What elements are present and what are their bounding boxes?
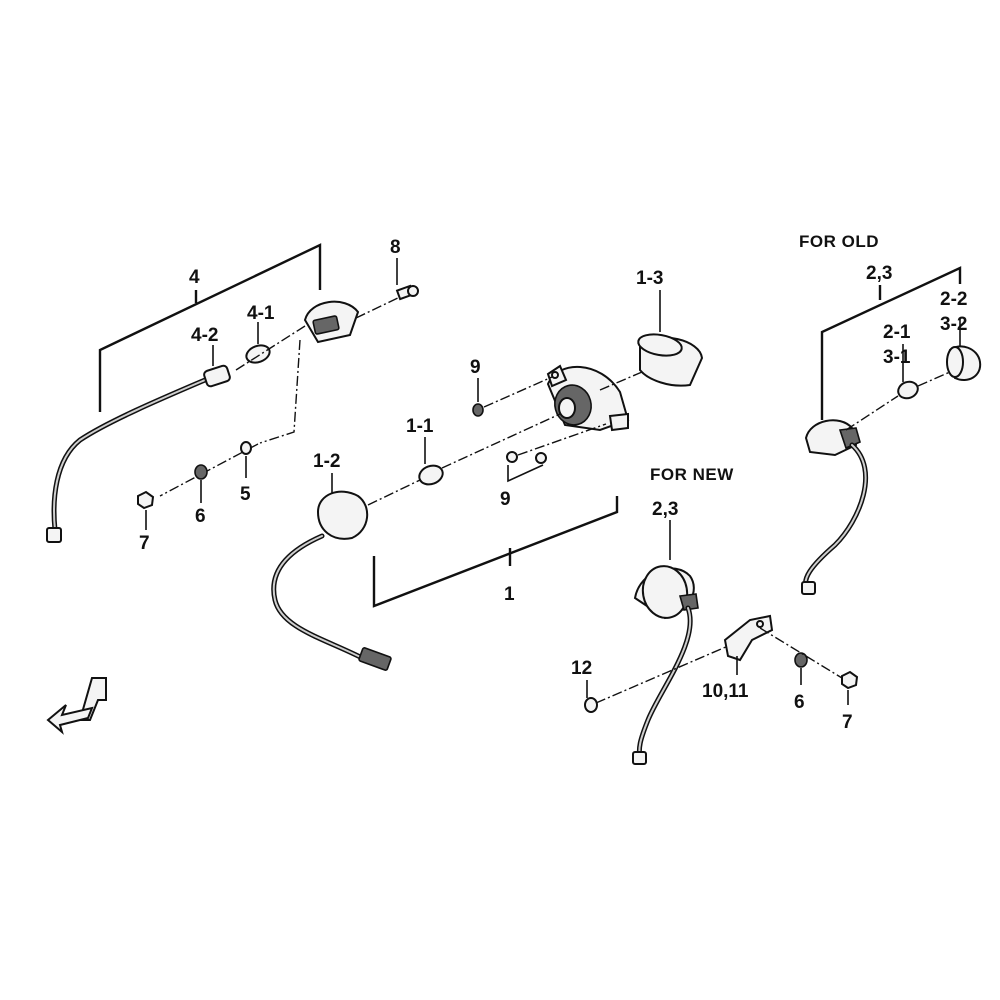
- label-part-7-left: 7: [139, 533, 150, 554]
- label-part-1-3: 1-3: [636, 268, 663, 289]
- label-part-7-right: 7: [842, 712, 853, 733]
- label-part-6-left: 6: [195, 506, 206, 527]
- label-part-10-11: 10,11: [702, 681, 749, 702]
- label-part-2-3-old: 2,3: [866, 263, 892, 284]
- label-part-2-1: 2-1: [883, 322, 911, 343]
- front-arrow-icon: [46, 677, 107, 735]
- label-part-12: 12: [571, 658, 592, 679]
- label-part-9-top: 9: [470, 357, 481, 378]
- label-part-4-2: 4-2: [191, 325, 218, 346]
- assembly-2-3-new: [584, 520, 859, 765]
- assembly-4: [46, 243, 419, 543]
- label-part-2-2: 2-2: [940, 289, 967, 310]
- assembly-2-3-old: [801, 266, 982, 595]
- assembly-1: [271, 290, 704, 671]
- label-part-5: 5: [240, 484, 251, 505]
- header-for-new: FOR NEW: [650, 465, 734, 484]
- label-part-1-2: 1-2: [313, 451, 340, 472]
- label-part-9-bottom: 9: [500, 489, 511, 510]
- label-part-2-3-new: 2,3: [652, 499, 678, 520]
- label-part-4: 4: [189, 267, 200, 288]
- label-part-4-1: 4-1: [247, 303, 275, 324]
- label-part-1: 1: [504, 584, 515, 605]
- header-for-old: FOR OLD: [799, 232, 879, 251]
- label-part-3-2: 3-2: [940, 314, 967, 335]
- label-part-3-1: 3-1: [883, 347, 911, 368]
- label-part-1-1: 1-1: [406, 416, 434, 437]
- label-part-6-right: 6: [794, 692, 805, 713]
- label-part-8: 8: [390, 237, 401, 258]
